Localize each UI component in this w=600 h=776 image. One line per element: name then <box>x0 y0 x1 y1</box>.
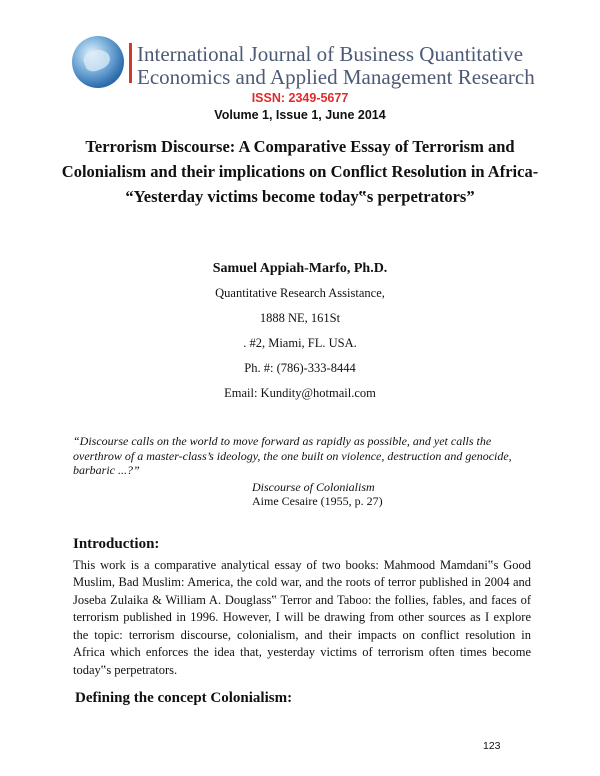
author-email: Email: Kundity@hotmail.com <box>224 386 376 400</box>
article-title-line3: “Yesterday victims become today‟s perpet… <box>125 187 475 206</box>
author-phone: Ph. #: (786)-333-8444 <box>244 361 356 375</box>
introduction-paragraph: This work is a comparative analytical es… <box>73 557 531 677</box>
journal-name-line1: International Journal of Business Quanti… <box>137 42 524 66</box>
epigraph-quote: “Discourse calls on the world to move fo… <box>73 434 512 477</box>
author-street: 1888 NE, 161St <box>259 311 341 325</box>
logo-divider <box>129 43 132 83</box>
author-name: Samuel Appiah-Marfo, Ph.D. <box>212 261 388 276</box>
page-number: 123 <box>483 740 501 752</box>
author-affiliation: Quantitative Research Assistance, <box>215 286 385 300</box>
defining-colonialism-heading: Defining the concept Colonialism: <box>75 690 293 706</box>
author-city: . #2, Miami, FL. USA. <box>243 336 357 350</box>
introduction-heading: Introduction: <box>73 535 160 552</box>
article-title-line1: Terrorism Discourse: A Comparative Essay… <box>85 137 515 156</box>
issn: ISSN: 2349-5677 <box>251 91 349 105</box>
epigraph-source-title: Discourse of Colonialism <box>252 479 375 494</box>
article-title-line2: Colonialism and their implications on Co… <box>61 162 539 181</box>
journal-logo-globe-icon <box>72 36 124 88</box>
body-flow: “Discourse calls on the world to move fo… <box>73 434 531 707</box>
epigraph-source-author: Aime Cesaire (1955, p. 27) <box>252 494 383 508</box>
volume-info: Volume 1, Issue 1, June 2014 <box>214 108 386 122</box>
journal-name-line2: Economics and Applied Management Researc… <box>137 65 535 89</box>
